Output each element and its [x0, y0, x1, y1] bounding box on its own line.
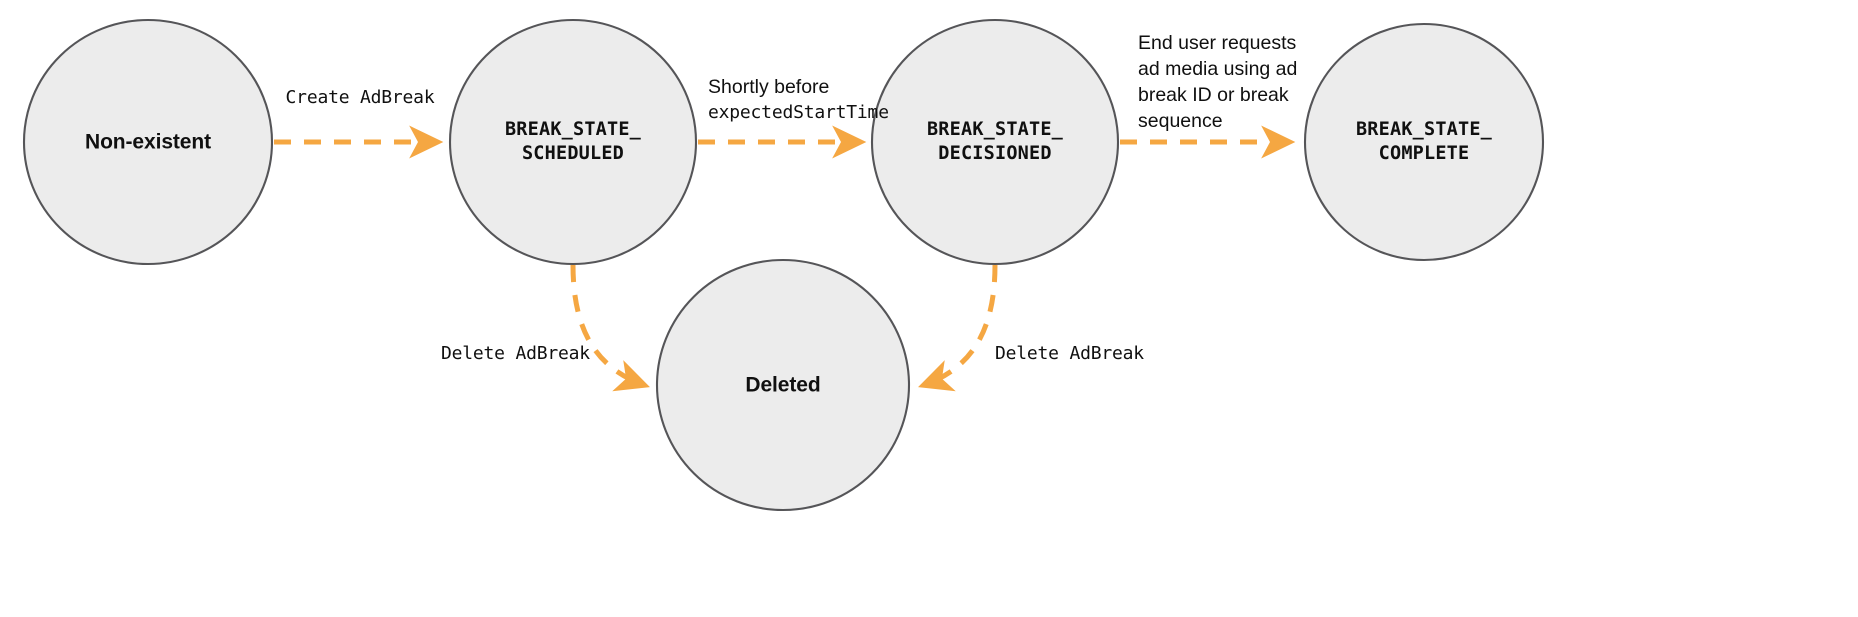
- node-break-state-scheduled[interactable]: [448, 18, 698, 266]
- node-break-state-decisioned[interactable]: [870, 18, 1120, 266]
- node-deleted[interactable]: [655, 258, 911, 512]
- edges-layer: [274, 125, 1296, 392]
- edge-delete-adbreak-from-scheduled: [570, 264, 650, 392]
- edge-delete-adbreak-from-decisioned: [918, 264, 998, 392]
- node-break-state-complete[interactable]: [1303, 22, 1545, 262]
- nodes-layer: [22, 18, 1545, 512]
- node-non-existent[interactable]: [22, 18, 274, 266]
